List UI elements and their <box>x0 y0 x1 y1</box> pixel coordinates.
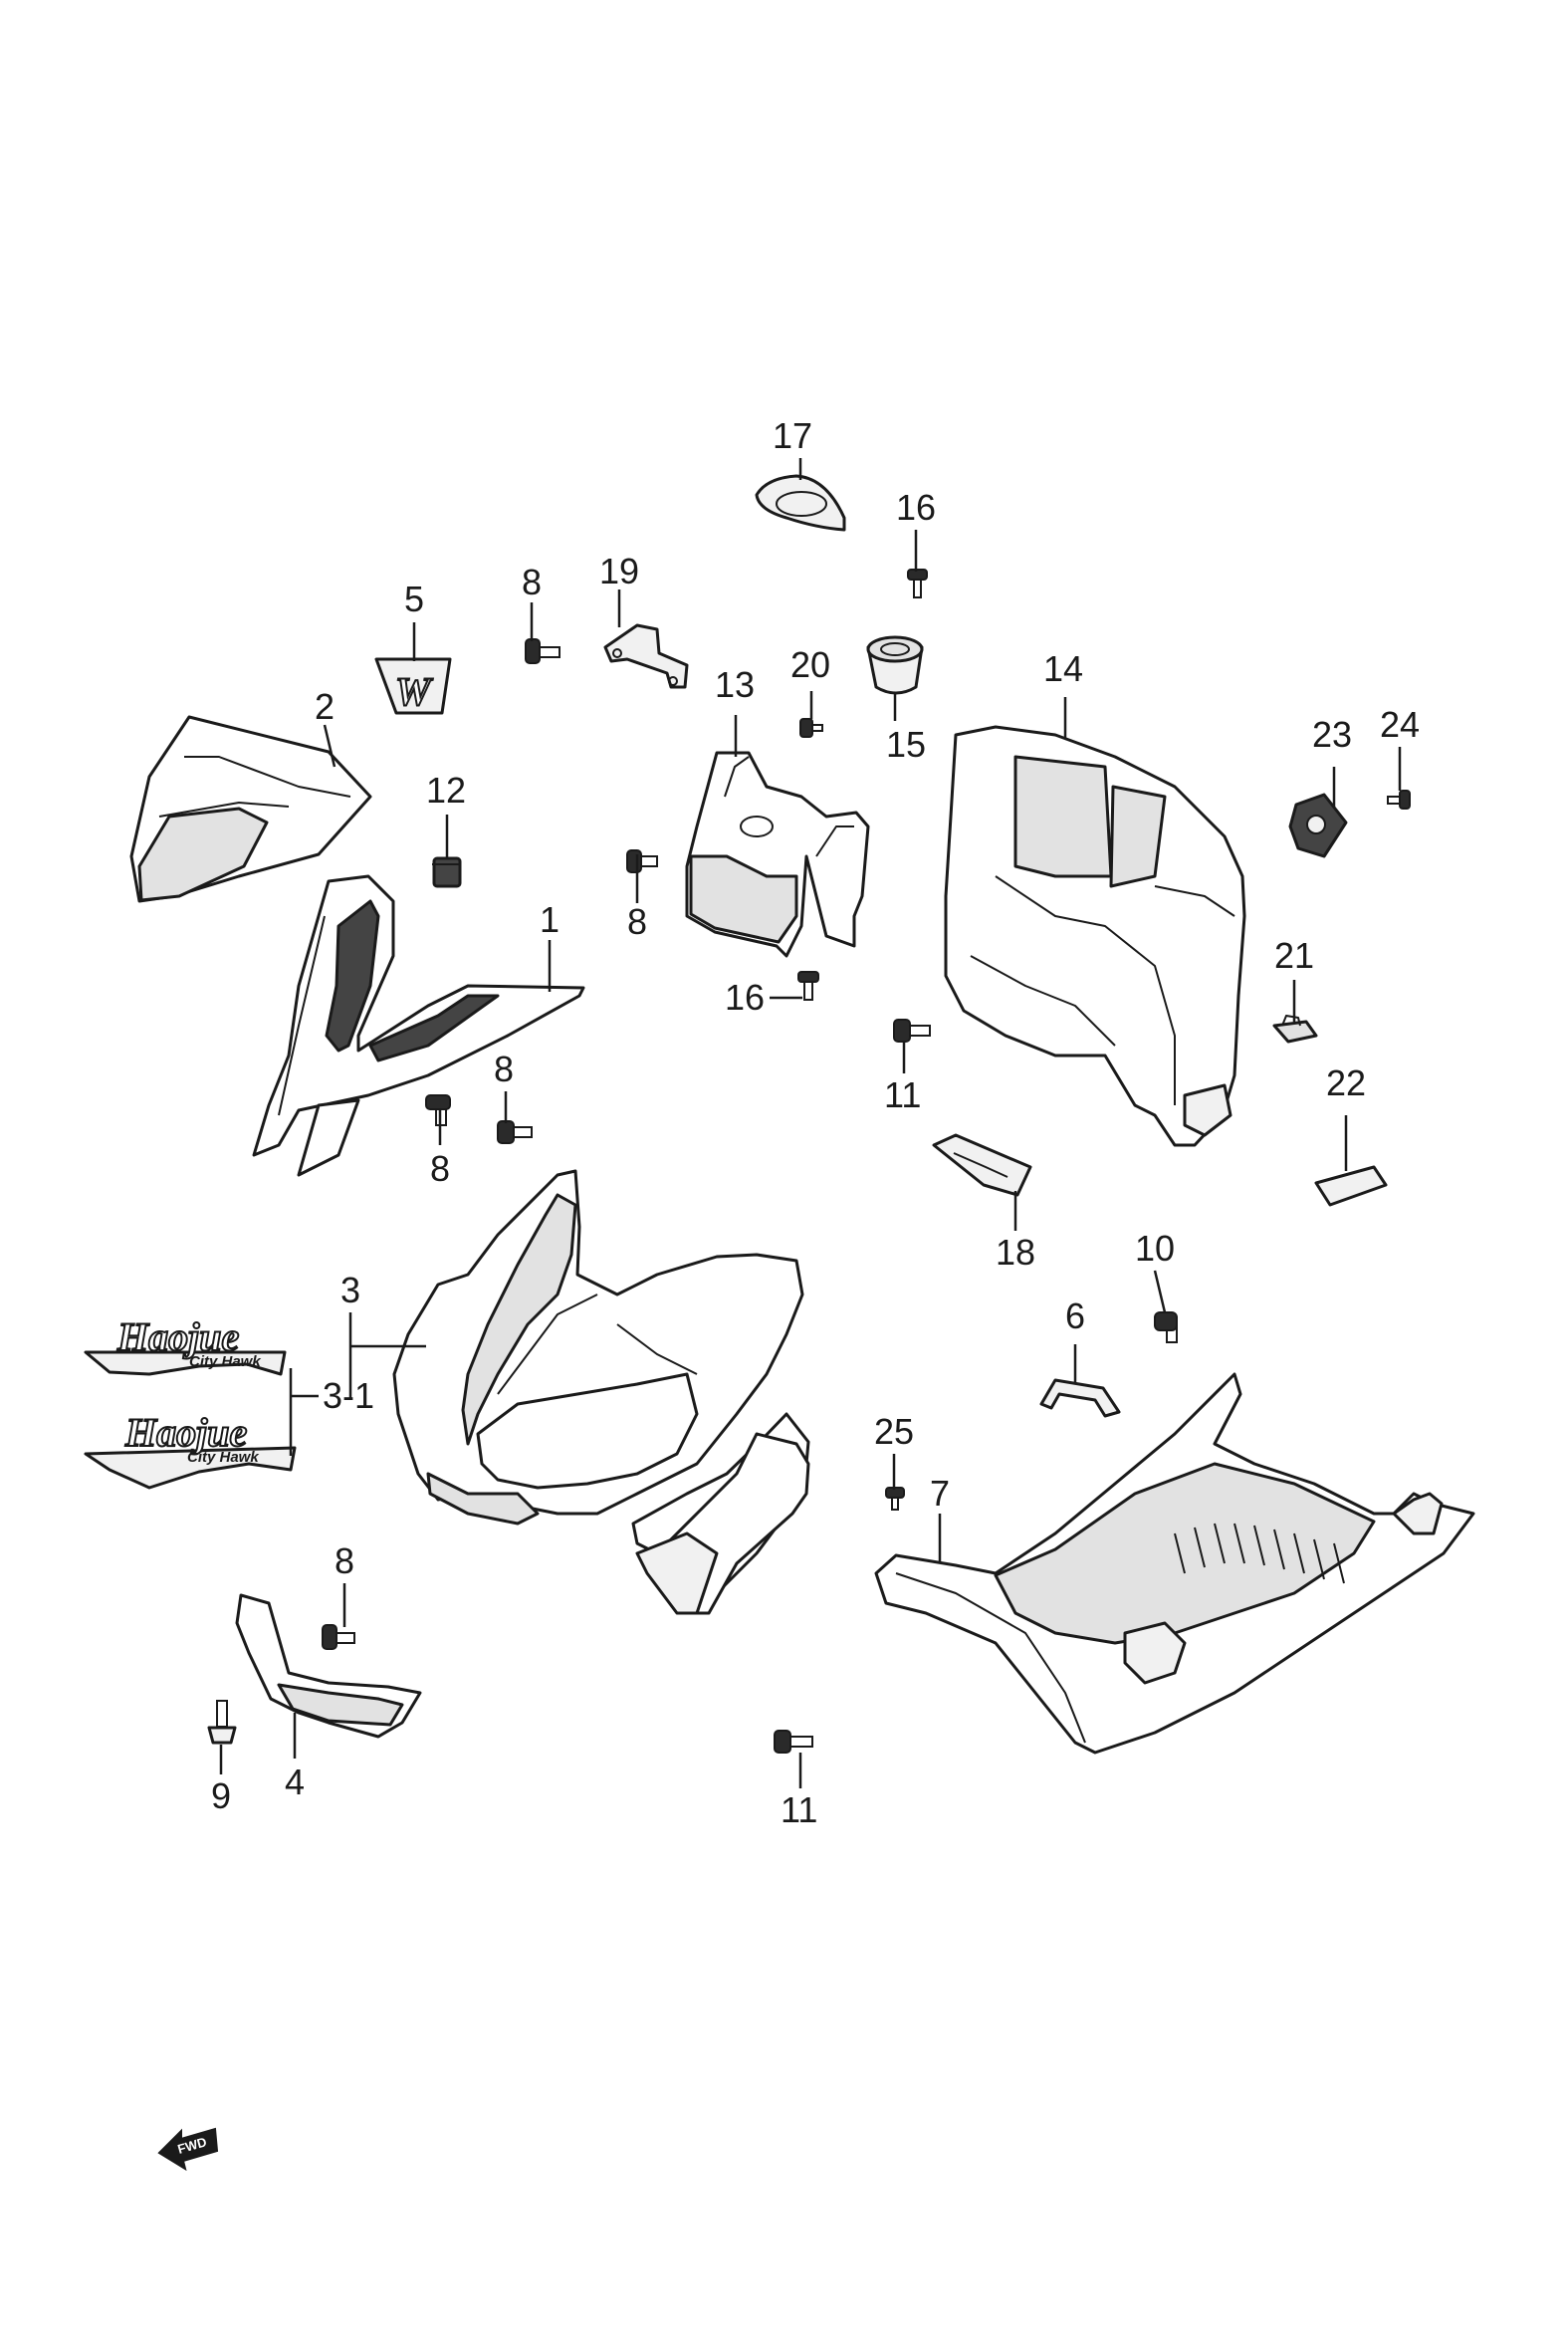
callout-4: 4 <box>285 1762 305 1802</box>
part-7-under-cover <box>874 1372 1475 1755</box>
callout-8-mid-left: 8 <box>430 1148 450 1189</box>
callout-21: 21 <box>1274 935 1314 976</box>
callout-11-lower: 11 <box>781 1789 817 1830</box>
part-3-front-fairing <box>392 1169 810 1615</box>
part-8-screw-a <box>525 638 560 664</box>
callout-23: 23 <box>1312 714 1352 755</box>
callout-24: 24 <box>1380 704 1420 745</box>
decal-model-upper: City Hawk <box>189 1353 261 1370</box>
callout-6: 6 <box>1065 1295 1085 1336</box>
callout-8-center: 8 <box>627 901 647 942</box>
part-23-switch <box>1288 793 1348 858</box>
callout-19: 19 <box>599 551 639 591</box>
decal-model-lower: City Hawk <box>187 1449 259 1466</box>
part-15-grommet <box>866 635 924 695</box>
part-6-bracket <box>1039 1378 1121 1418</box>
callout-11-mid: 11 <box>884 1074 921 1115</box>
part-19-bracket <box>603 623 689 689</box>
part-5-emblem: W <box>374 657 452 715</box>
part-9-rivet <box>207 1700 237 1745</box>
part-1-front-inner-panel <box>252 874 585 1177</box>
callout-12: 12 <box>426 770 466 811</box>
callout-labels: 17 16 19 8 5 2 12 1 13 20 15 14 23 24 21… <box>211 415 1420 1830</box>
callout-1: 1 <box>540 899 560 940</box>
decal-brand-upper: Haojue <box>116 1314 239 1359</box>
part-8-screw-d <box>626 849 658 873</box>
callout-9: 9 <box>211 1775 231 1816</box>
part-14-large-inner-panel <box>944 725 1246 1147</box>
callout-3-1: 3-1 <box>323 1375 374 1416</box>
part-8-screw-e <box>322 1624 355 1650</box>
callout-8-mid-right: 8 <box>494 1049 514 1089</box>
callout-5: 5 <box>404 579 424 619</box>
callout-7: 7 <box>930 1473 950 1514</box>
part-20-screw <box>799 718 823 738</box>
part-2-headlight-cover <box>129 715 372 903</box>
part-12-clip-nut <box>432 856 462 888</box>
callout-25: 25 <box>874 1411 914 1452</box>
part-16-screw-top <box>907 569 928 598</box>
decal-brand-lower: Haojue <box>124 1410 247 1455</box>
callout-16-mid: 16 <box>725 977 765 1018</box>
leader-lines <box>219 458 1402 1788</box>
callout-10: 10 <box>1135 1228 1175 1269</box>
emblem-letter: W <box>395 669 433 714</box>
part-25-screw <box>885 1487 905 1511</box>
callout-2: 2 <box>315 686 335 727</box>
callout-20: 20 <box>790 644 830 685</box>
callout-17: 17 <box>773 415 812 456</box>
part-16-screw-mid <box>797 971 819 1001</box>
part-8-screw-b <box>425 1094 451 1126</box>
callout-14: 14 <box>1043 648 1083 689</box>
part-22-pad <box>1314 1165 1388 1207</box>
part-3-1-decal-lower: Haojue City Hawk <box>84 1409 297 1490</box>
callout-3: 3 <box>340 1270 360 1310</box>
part-8-screw-c <box>497 1120 533 1144</box>
part-17-seal <box>755 474 846 532</box>
callout-13: 13 <box>715 664 755 705</box>
callout-16-top: 16 <box>896 487 936 528</box>
part-3-1-decal-upper: Haojue City Hawk <box>84 1313 287 1376</box>
callout-22: 22 <box>1326 1062 1366 1103</box>
part-10-bolt <box>1154 1311 1178 1343</box>
callout-8-top: 8 <box>522 562 542 602</box>
part-13-inner-cover <box>685 751 870 958</box>
callout-15: 15 <box>886 724 926 765</box>
part-11-screw-a <box>893 1019 931 1043</box>
part-11-screw-b <box>774 1730 813 1754</box>
fwd-arrow: FWD <box>157 2127 219 2172</box>
part-4-lower-fairing <box>235 1593 422 1739</box>
callout-18: 18 <box>996 1232 1035 1273</box>
part-21-clip <box>1272 1015 1318 1044</box>
callout-8-lower: 8 <box>335 1540 354 1581</box>
part-24-screw <box>1387 790 1411 810</box>
part-18-plate <box>932 1133 1032 1197</box>
